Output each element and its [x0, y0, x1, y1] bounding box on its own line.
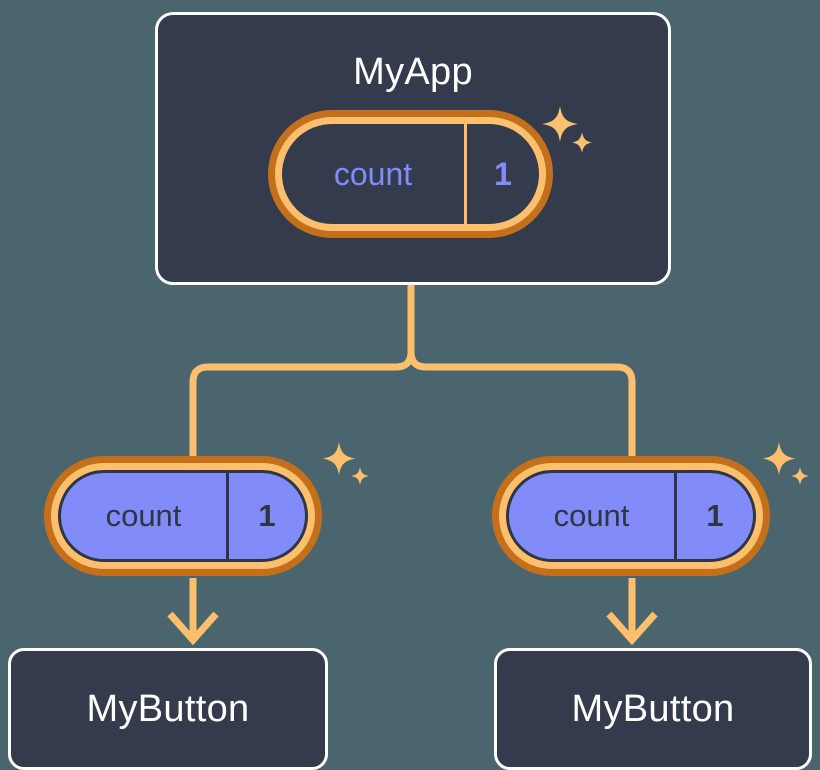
component-title-mybutton-left: MyButton: [86, 688, 250, 730]
state-key-label: count: [105, 498, 182, 533]
state-pill-child-0[interactable]: count 1: [44, 456, 322, 576]
state-value-label: 1: [226, 473, 305, 559]
state-pill-face: count 1: [58, 470, 308, 562]
component-box-mybutton-right[interactable]: MyButton: [494, 648, 812, 770]
connector-branch-left: [189, 351, 415, 456]
state-pill-inner-ring: count 1: [275, 117, 546, 231]
state-pill-face: count 1: [506, 470, 756, 562]
state-pill-child-1[interactable]: count 1: [492, 456, 770, 576]
component-title-mybutton-right: MyButton: [571, 688, 735, 730]
arrow-down-icon-left: [167, 578, 219, 646]
state-pill-root[interactable]: count 1: [268, 110, 553, 238]
state-key-label: count: [333, 155, 413, 192]
state-pill-inner-ring: count 1: [51, 463, 315, 569]
component-title-myapp: MyApp: [353, 51, 473, 93]
state-value-label: 1: [464, 124, 539, 224]
connector-branch-right: [407, 351, 636, 456]
state-pill-face: count 1: [282, 124, 539, 224]
arrow-down-icon-right: [606, 578, 658, 646]
state-value-label: 1: [674, 473, 753, 559]
component-box-mybutton-left[interactable]: MyButton: [8, 648, 328, 770]
state-key-label: count: [553, 498, 630, 533]
state-pill-inner-ring: count 1: [499, 463, 763, 569]
